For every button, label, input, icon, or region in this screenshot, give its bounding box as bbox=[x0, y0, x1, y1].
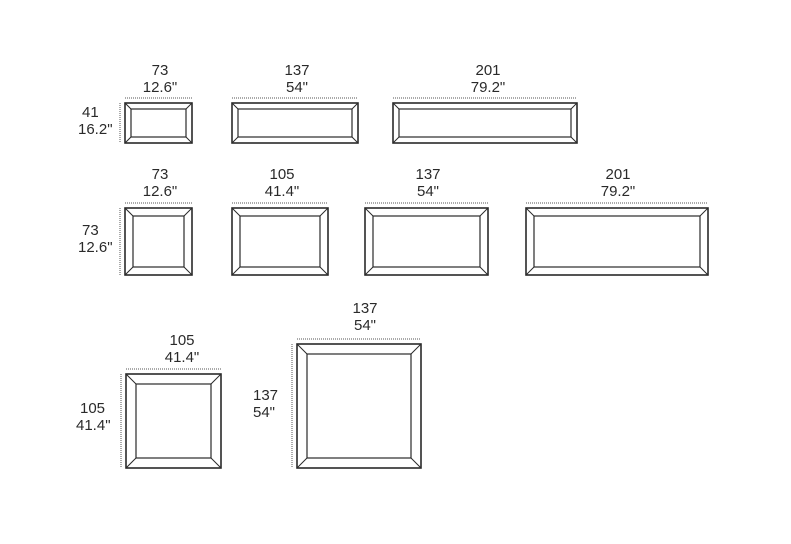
frame-bevel bbox=[364, 207, 374, 217]
frame-bevel bbox=[210, 373, 222, 385]
frame-bevel bbox=[319, 266, 329, 276]
frame-bevel bbox=[570, 102, 578, 110]
frame-bevel bbox=[231, 266, 241, 276]
frame-outer bbox=[525, 207, 709, 276]
frame-bevel bbox=[410, 457, 422, 469]
frame-bevel bbox=[479, 207, 489, 217]
frame-inner bbox=[372, 215, 481, 268]
frame-inner bbox=[132, 215, 185, 268]
width-in: 79.2" bbox=[470, 79, 506, 96]
frame-inner bbox=[135, 383, 212, 459]
frame-inner bbox=[130, 108, 187, 138]
width-cm: 105 bbox=[269, 166, 295, 183]
frame-outer bbox=[124, 102, 193, 144]
width-in: 54" bbox=[416, 183, 439, 200]
frame-bevel bbox=[570, 136, 578, 144]
width-in: 12.6" bbox=[142, 183, 178, 200]
frame-outer bbox=[392, 102, 578, 144]
height-in: 16.2" bbox=[78, 121, 113, 138]
width-in: 54" bbox=[353, 317, 376, 334]
frame-bevel bbox=[124, 266, 134, 276]
width-in: 54" bbox=[285, 79, 308, 96]
height-cm: 137 bbox=[253, 387, 279, 404]
frame-bevel bbox=[296, 343, 308, 355]
frame-bevel bbox=[351, 136, 359, 144]
frame-outer bbox=[231, 207, 329, 276]
frame-outer bbox=[296, 343, 422, 469]
frame-inner bbox=[398, 108, 572, 138]
frame-bevel bbox=[479, 266, 489, 276]
frame-bevel bbox=[124, 136, 132, 144]
frame-outer bbox=[231, 102, 359, 144]
frame-bevel bbox=[699, 266, 709, 276]
height-in: 41.4" bbox=[76, 417, 111, 434]
frame-inner bbox=[237, 108, 353, 138]
frame-bevel bbox=[183, 266, 193, 276]
frame-bevel bbox=[125, 457, 137, 469]
width-cm: 73 bbox=[151, 166, 169, 183]
width-in: 41.4" bbox=[164, 349, 200, 366]
width-cm: 201 bbox=[475, 62, 501, 79]
frame-outer bbox=[124, 207, 193, 276]
frame-inner bbox=[239, 215, 321, 268]
frame-outer bbox=[125, 373, 222, 469]
frame-inner bbox=[533, 215, 701, 268]
frame-bevel bbox=[231, 102, 239, 110]
width-in: 79.2" bbox=[600, 183, 636, 200]
frame-bevel bbox=[210, 457, 222, 469]
height-cm: 105 bbox=[80, 400, 106, 417]
width-cm: 137 bbox=[284, 62, 310, 79]
height-cm: 73 bbox=[82, 222, 99, 239]
height-cm: 41 bbox=[82, 104, 99, 121]
frame-bevel bbox=[364, 266, 374, 276]
frame-bevel bbox=[410, 343, 422, 355]
frame-bevel bbox=[125, 373, 137, 385]
width-in: 41.4" bbox=[264, 183, 300, 200]
frame-bevel bbox=[351, 102, 359, 110]
frame-bevel bbox=[183, 207, 193, 217]
frame-bevel bbox=[231, 207, 241, 217]
width-cm: 201 bbox=[605, 166, 631, 183]
width-cm: 73 bbox=[151, 62, 169, 79]
frame-bevel bbox=[231, 136, 239, 144]
frame-bevel bbox=[124, 102, 132, 110]
frame-outer bbox=[364, 207, 489, 276]
frame-bevel bbox=[296, 457, 308, 469]
frame-bevel bbox=[185, 136, 193, 144]
frame-bevel bbox=[699, 207, 709, 217]
frame-bevel bbox=[525, 207, 535, 217]
height-in: 54" bbox=[253, 404, 276, 421]
frame-bevel bbox=[392, 102, 400, 110]
frame-inner bbox=[306, 353, 412, 459]
frame-bevel bbox=[185, 102, 193, 110]
width-cm: 137 bbox=[352, 300, 378, 317]
height-in: 12.6" bbox=[78, 239, 113, 256]
frame-bevel bbox=[392, 136, 400, 144]
width-in: 12.6" bbox=[142, 79, 178, 96]
frame-bevel bbox=[525, 266, 535, 276]
width-cm: 137 bbox=[415, 166, 441, 183]
width-cm: 105 bbox=[169, 332, 195, 349]
frame-bevel bbox=[124, 207, 134, 217]
frame-bevel bbox=[319, 207, 329, 217]
